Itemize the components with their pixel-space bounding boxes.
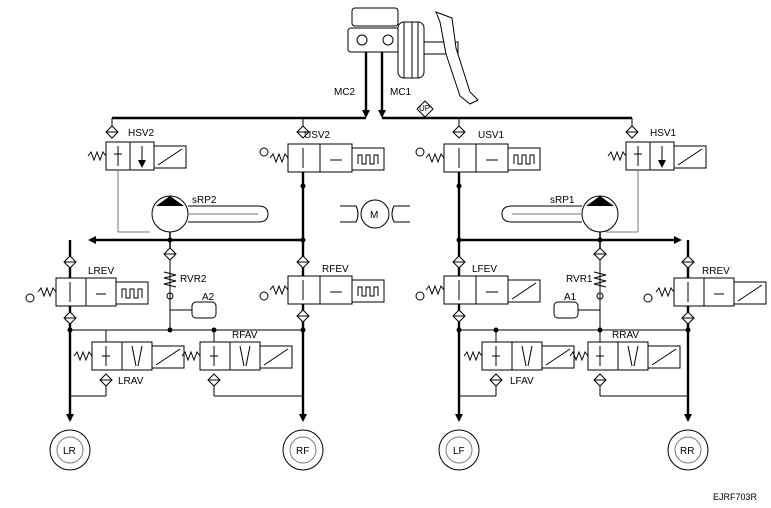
wheel-lf: LF (438, 429, 480, 471)
lrev-valve: LREV (25, 255, 149, 325)
svg-text:RFAV: RFAV (232, 330, 258, 341)
svg-text:sRP2: sRP2 (192, 195, 217, 206)
rvr1-valve: RVR1 A1 (553, 260, 607, 330)
rvr2-valve: RVR2 A2 (163, 260, 217, 330)
svg-text:LF: LF (453, 446, 465, 457)
motor: M (340, 199, 410, 229)
svg-text:LREV: LREV (88, 266, 114, 277)
svg-text:RVR1: RVR1 (566, 274, 593, 285)
svg-text:RVR2: RVR2 (180, 274, 207, 285)
rfev-valve: RFEV (259, 255, 385, 323)
rrev-valve: RREV (643, 255, 767, 325)
svg-text:sRP1: sRP1 (550, 195, 575, 206)
svg-text:RR: RR (680, 446, 694, 457)
mc1-label: MC1 (390, 87, 412, 98)
svg-text:RRAV: RRAV (612, 330, 639, 341)
up-indicator: UP (416, 100, 434, 118)
svg-text:RFEV: RFEV (322, 264, 349, 275)
pump-srp2: sRP2 (151, 195, 269, 233)
usv2-valve: USV2 (259, 118, 385, 173)
svg-text:HSV1: HSV1 (650, 128, 677, 139)
usv1-valve: USV1 (415, 118, 541, 173)
svg-text:M: M (370, 210, 378, 221)
master-cylinder-assembly (347, 7, 479, 105)
svg-text:RREV: RREV (702, 266, 730, 277)
lfav-valve: LFAV (459, 330, 575, 397)
hsv1-valve: HSV1 (607, 118, 707, 171)
mc2-label: MC2 (334, 87, 356, 98)
rfav-valve: RFAV (181, 330, 303, 397)
hsv2-valve: HSV2 (87, 118, 187, 171)
lfev-valve: LFEV (415, 255, 541, 323)
svg-text:UP: UP (419, 104, 430, 113)
svg-text:USV2: USV2 (304, 130, 331, 141)
wheel-rr: RR (667, 429, 709, 471)
svg-text:HSV2: HSV2 (128, 128, 155, 139)
pump-srp1: sRP1 (501, 195, 619, 233)
svg-text:USV1: USV1 (478, 130, 505, 141)
svg-text:A2: A2 (202, 292, 215, 303)
svg-text:LFEV: LFEV (472, 264, 497, 275)
svg-text:LRAV: LRAV (118, 376, 144, 387)
svg-text:LR: LR (63, 446, 76, 457)
junction-dots (67, 183, 691, 333)
svg-text:LFAV: LFAV (510, 376, 534, 387)
lrav-valve: LRAV (70, 330, 185, 397)
wheel-rf: RF (282, 429, 324, 471)
reference-code: EJRF703R (712, 492, 757, 502)
svg-text:A1: A1 (564, 292, 577, 303)
svg-text:RF: RF (296, 446, 309, 457)
rrav-valve: RRAV (569, 330, 688, 397)
wheel-lr: LR (49, 429, 91, 471)
